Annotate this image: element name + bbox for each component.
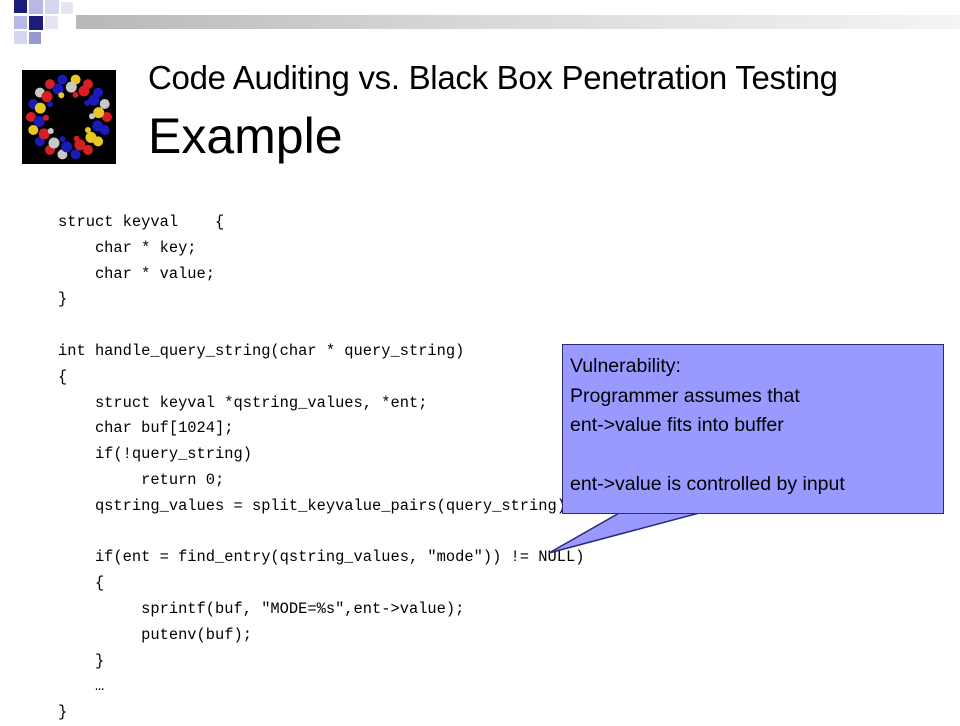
code-line: { <box>58 574 105 593</box>
logo-atom <box>72 91 79 98</box>
code-line: if(!query_string) <box>58 445 252 464</box>
code-line: putenv(buf); <box>58 625 252 644</box>
logo-atom <box>34 102 46 114</box>
code-line: … <box>58 677 105 696</box>
callout-line: ent->value fits into buffer <box>570 414 784 436</box>
logo-atom <box>58 92 65 99</box>
header-gradient-bar <box>76 15 960 29</box>
code-block: struct keyval { char * key; char * value… <box>58 210 584 726</box>
logo-atom <box>99 99 110 109</box>
logo-atom <box>78 85 90 97</box>
corner-squares-decoration <box>0 0 73 44</box>
logo-atom <box>61 141 73 153</box>
logo-atom <box>57 74 68 85</box>
logo-atom <box>88 94 100 106</box>
logo-atom <box>102 112 112 122</box>
code-line: } <box>58 290 68 309</box>
logo-atom <box>45 79 55 90</box>
logo-atom <box>41 91 53 103</box>
code-line: qstring_values = split_keyvalue_pairs(qu… <box>58 496 576 515</box>
code-line: struct keyval { <box>58 213 225 231</box>
code-line: sprintf(buf, "MODE=%s",ent->value); <box>58 599 465 618</box>
code-line: } <box>58 651 105 670</box>
callout-line <box>570 441 845 471</box>
code-line: { <box>58 367 68 386</box>
callout-line: ent->value is controlled by input <box>570 473 845 495</box>
logo-atom <box>65 81 77 93</box>
logo-atom <box>28 125 39 135</box>
logo-atom <box>48 137 60 149</box>
callout-text: Vulnerability: Programmer assumes that e… <box>570 352 845 500</box>
logo-atom <box>59 136 66 143</box>
logo-atom <box>73 135 80 142</box>
logo-atom <box>85 127 91 133</box>
code-line: char * value; <box>58 264 216 283</box>
code-line: return 0; <box>58 470 225 489</box>
code-line: } <box>58 703 68 722</box>
logo-atom <box>52 83 64 95</box>
logo-atom <box>85 131 97 143</box>
logo-atom <box>38 128 50 140</box>
logo-atom <box>70 149 81 160</box>
vulnerability-callout <box>562 344 944 514</box>
code-line: char * key; <box>58 238 197 257</box>
logo-atom <box>92 120 104 132</box>
slide-subtitle: Example <box>148 108 343 164</box>
slide-title: Code Auditing vs. Black Box Penetration … <box>148 59 838 96</box>
code-line: int handle_query_string(char * query_str… <box>58 341 465 360</box>
logo-atom <box>83 144 93 155</box>
logo-atom <box>43 114 49 121</box>
logo-atom <box>93 107 105 119</box>
logo-atom <box>47 128 54 134</box>
circular-molecule-logo <box>22 70 116 164</box>
logo-atom <box>74 139 86 151</box>
callout-line: Programmer assumes that <box>570 384 800 407</box>
logo-atom <box>33 115 45 127</box>
code-line: char buf[1024]; <box>58 419 234 438</box>
callout-heading: Vulnerability: <box>570 355 681 377</box>
logo-atom <box>47 101 53 107</box>
logo-atom <box>26 112 36 122</box>
code-line: struct keyval *qstring_values, *ent; <box>58 393 428 412</box>
logo-atom <box>89 113 95 120</box>
logo-atom <box>84 100 91 106</box>
